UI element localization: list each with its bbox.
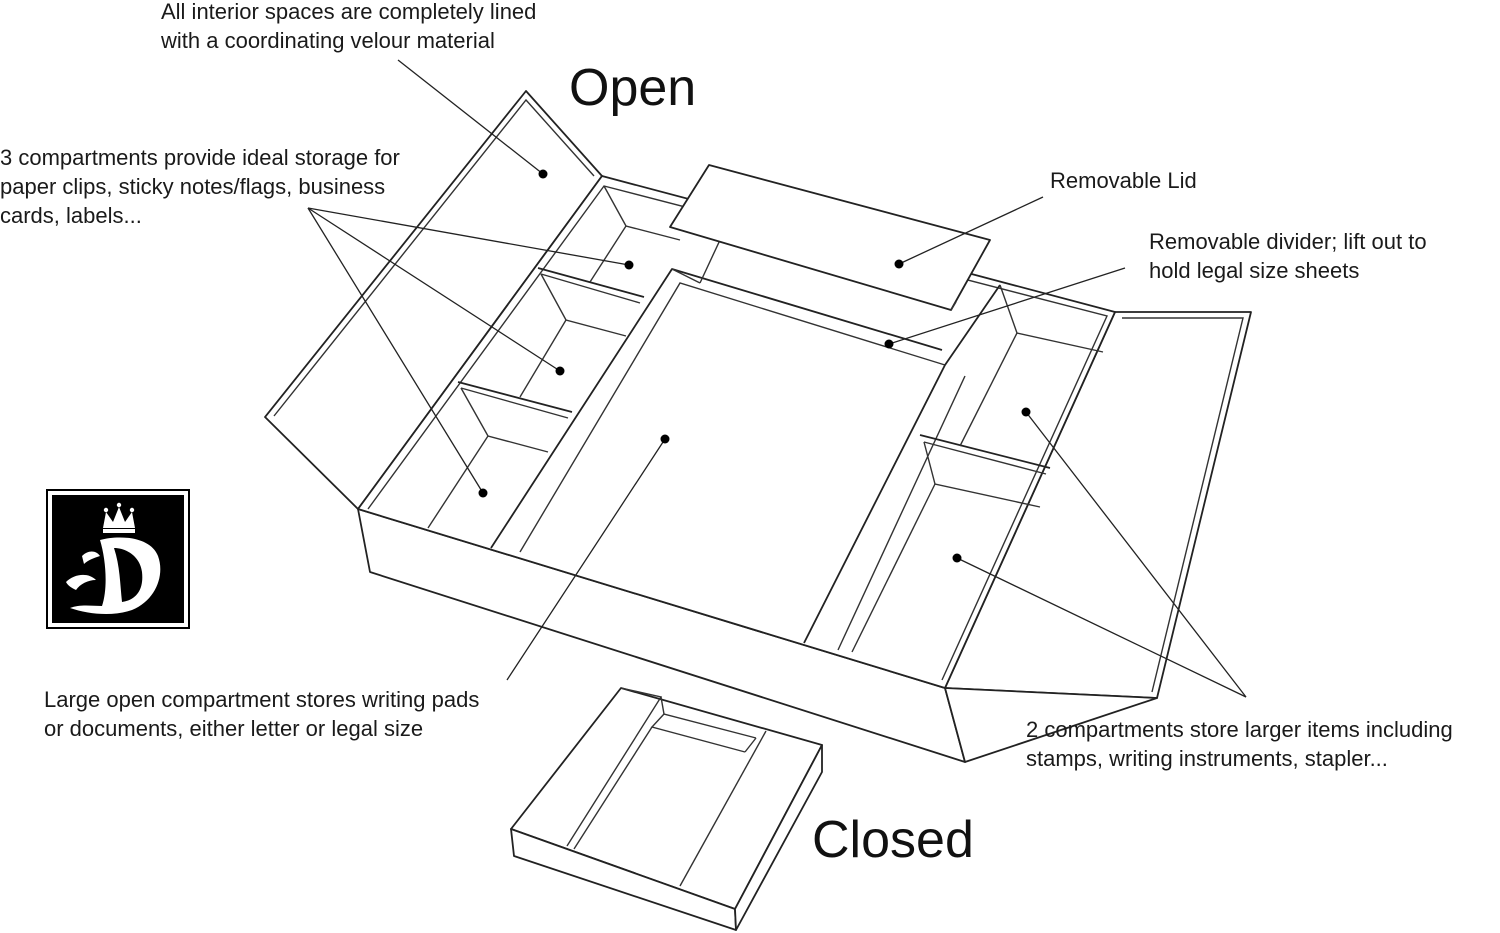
callout-velour-lining: All interior spaces are completely lined…: [161, 0, 536, 55]
brand-logo: [46, 489, 190, 629]
callout-line: 3 compartments provide ideal storage for: [0, 145, 400, 170]
closed-box-drawing: [510, 687, 823, 931]
box-right-wall: [944, 687, 1158, 763]
dot-large-item-compartment-2: [952, 553, 962, 563]
dot-velour: [538, 169, 548, 179]
closed-heading: Closed: [812, 811, 974, 869]
callout-large-compartment: Large open compartment stores writing pa…: [44, 685, 479, 743]
callout-line: Removable Lid: [1050, 168, 1197, 193]
dot-lid: [894, 259, 904, 269]
callout-line: 2 compartments store larger items includ…: [1026, 717, 1453, 742]
callout-dots: [478, 169, 1031, 563]
removable-lid: [669, 164, 991, 311]
callout-line: or documents, either letter or legal siz…: [44, 716, 424, 741]
callout-two-compartments: 2 compartments store larger items includ…: [1026, 715, 1453, 773]
dot-small-compartment-3: [478, 488, 488, 498]
callout-line: Removable divider; lift out to: [1149, 229, 1427, 254]
dot-divider: [884, 339, 894, 349]
closed-box-top: [510, 687, 823, 910]
dot-small-compartment-1: [624, 260, 634, 270]
dot-large-compartment: [660, 434, 670, 444]
callout-line: with a coordinating velour material: [161, 28, 495, 53]
callout-three-compartments: 3 compartments provide ideal storage for…: [0, 143, 400, 230]
callout-line: cards, labels...: [0, 203, 142, 228]
dot-small-compartment-2: [555, 366, 565, 376]
callout-line: Large open compartment stores writing pa…: [44, 687, 480, 712]
callout-removable-lid: Removable Lid: [1050, 166, 1197, 195]
callout-line: stamps, writing instruments, stapler...: [1026, 746, 1388, 771]
callout-removable-divider: Removable divider; lift out to hold lega…: [1149, 227, 1427, 285]
crowned-letter-d-icon: [66, 502, 161, 615]
open-heading: Open: [569, 59, 697, 117]
callout-line: hold legal size sheets: [1149, 258, 1360, 283]
leader-lines: [307, 59, 1247, 698]
dot-large-item-compartment-1: [1021, 407, 1031, 417]
closed-box-side: [734, 744, 823, 931]
callout-line: paper clips, sticky notes/flags, busines…: [0, 174, 386, 199]
callout-line: All interior spaces are completely lined: [161, 0, 537, 24]
box-interior: [357, 175, 1116, 689]
